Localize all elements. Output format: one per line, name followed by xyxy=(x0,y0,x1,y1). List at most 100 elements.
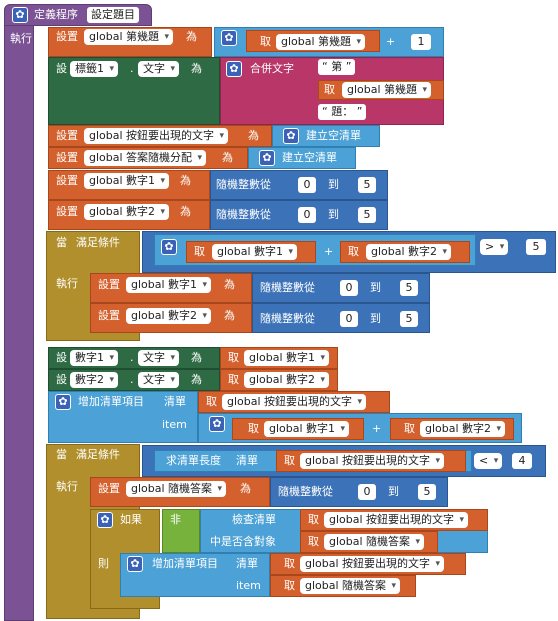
get-label: 取 xyxy=(308,513,319,526)
while-label: 當 xyxy=(56,236,67,249)
gear-icon[interactable]: ✿ xyxy=(226,61,242,77)
to-label: 到 xyxy=(328,178,339,191)
variable-dropdown[interactable]: global 按鈕要出現的文字 xyxy=(300,453,445,469)
to-label: 為 xyxy=(222,151,233,164)
to-label: 為 xyxy=(186,30,197,43)
get-label: 取 xyxy=(206,395,217,408)
get-label: 取 xyxy=(284,579,295,592)
get-label: 取 xyxy=(348,245,359,258)
variable-dropdown[interactable]: global 數字2 xyxy=(126,308,212,324)
compare-operator-dropdown[interactable]: < xyxy=(474,453,503,469)
number-field[interactable]: 5 xyxy=(358,207,376,223)
number-field[interactable]: 0 xyxy=(298,207,316,223)
create-empty-list-label: 建立空清單 xyxy=(282,151,337,164)
variable-dropdown[interactable]: global 第幾題 xyxy=(84,29,174,45)
to-label: 到 xyxy=(370,312,381,325)
get-label: 取 xyxy=(308,535,319,548)
variable-dropdown[interactable]: global 隨機答案 xyxy=(300,578,401,594)
number-field[interactable]: 4 xyxy=(512,453,532,469)
compare-operator-dropdown[interactable]: > xyxy=(480,239,509,255)
gear-icon[interactable]: ✿ xyxy=(221,30,237,46)
variable-dropdown[interactable]: global 數字1 xyxy=(126,277,212,293)
variable-dropdown[interactable]: global 數字2 xyxy=(244,372,330,388)
gear-icon[interactable]: ✿ xyxy=(12,7,28,23)
list-label: 清單 xyxy=(164,395,186,408)
property-dropdown[interactable]: 文字 xyxy=(138,372,179,388)
number-field[interactable]: 5 xyxy=(418,484,436,500)
variable-dropdown[interactable]: global 數字1 xyxy=(84,173,170,189)
variable-dropdown[interactable]: global 隨機答案 xyxy=(126,481,227,497)
property-dropdown[interactable]: 文字 xyxy=(138,350,179,366)
procedure-do-label: 執行 xyxy=(10,32,32,45)
variable-dropdown[interactable]: global 按鈕要出現的文字 xyxy=(222,394,367,410)
number-field[interactable]: 5 xyxy=(358,177,376,193)
number-field[interactable]: 0 xyxy=(340,311,358,327)
variable-dropdown[interactable]: global 數字2 xyxy=(366,244,452,260)
gear-icon[interactable]: ✿ xyxy=(55,394,71,410)
create-empty-list-block[interactable] xyxy=(248,147,356,169)
number-field[interactable]: 5 xyxy=(400,280,418,296)
text-string-1[interactable]: “ 第 ” xyxy=(318,59,356,75)
if-label: 如果 xyxy=(120,513,142,526)
variable-dropdown[interactable]: global 第幾題 xyxy=(342,82,432,98)
dot-label: . xyxy=(130,62,134,75)
while-label: 當 xyxy=(56,448,67,461)
variable-dropdown[interactable]: global 第幾題 xyxy=(276,34,366,50)
get-label: 取 xyxy=(284,557,295,570)
item-label: item xyxy=(162,418,187,431)
gear-icon[interactable]: ✿ xyxy=(209,416,225,432)
property-dropdown[interactable]: 文字 xyxy=(138,61,179,77)
list-label: 清單 xyxy=(236,454,258,467)
get-label: 取 xyxy=(324,83,335,96)
then-label: 則 xyxy=(98,557,109,570)
text-string-3[interactable]: “ 題： ” xyxy=(318,104,367,120)
add-list-item-block[interactable] xyxy=(120,553,270,597)
variable-dropdown[interactable]: global 按鈕要出現的文字 xyxy=(84,128,229,144)
variable-dropdown[interactable]: global 數字1 xyxy=(244,350,330,366)
component-dropdown[interactable]: 數字2 xyxy=(70,372,118,388)
variable-dropdown[interactable]: global 答案隨機分配 xyxy=(84,150,207,166)
component-dropdown[interactable]: 標籤1 xyxy=(70,61,118,77)
set-label: 設置 xyxy=(98,482,120,495)
dot-label: . xyxy=(130,351,134,364)
variable-dropdown[interactable]: global 數字2 xyxy=(420,421,506,437)
variable-dropdown[interactable]: global 按鈕要出現的文字 xyxy=(300,556,445,572)
gear-icon[interactable]: ✿ xyxy=(127,556,143,572)
get-label: 取 xyxy=(248,422,259,435)
gear-icon[interactable]: ✿ xyxy=(161,239,177,255)
number-field[interactable]: 0 xyxy=(358,484,376,500)
plus-operator: + xyxy=(386,35,396,48)
number-field[interactable]: 0 xyxy=(298,177,316,193)
procedure-header-label: 定義程序 xyxy=(34,8,78,21)
component-dropdown[interactable]: 數字1 xyxy=(70,350,118,366)
number-field[interactable]: 5 xyxy=(526,239,546,255)
variable-dropdown[interactable]: global 隨機答案 xyxy=(324,534,425,550)
set-label: 設置 xyxy=(56,30,78,43)
to-label: 為 xyxy=(180,205,191,218)
number-field[interactable]: 5 xyxy=(400,311,418,327)
set-label: 設置 xyxy=(56,174,78,187)
gear-icon[interactable]: ✿ xyxy=(283,128,299,144)
gear-icon[interactable]: ✿ xyxy=(97,512,113,528)
join-label: 合併文字 xyxy=(250,62,294,75)
to-label: 為 xyxy=(224,278,235,291)
variable-dropdown[interactable]: global 數字1 xyxy=(212,244,298,260)
set-label: 設 xyxy=(56,351,67,364)
contains-label: 中是否含對象 xyxy=(210,535,276,548)
to-label: 到 xyxy=(388,485,399,498)
number-field[interactable]: 1 xyxy=(411,34,431,50)
number-field[interactable]: 0 xyxy=(340,280,358,296)
random-integer-label: 隨機整數從 xyxy=(260,312,315,325)
get-label: 取 xyxy=(228,351,239,364)
add-list-item-block[interactable] xyxy=(48,391,198,443)
variable-dropdown[interactable]: global 數字2 xyxy=(84,204,170,220)
to-label: 為 xyxy=(180,174,191,187)
procedure-name-field[interactable]: 設定題目 xyxy=(87,7,139,23)
not-block[interactable] xyxy=(162,509,200,553)
variable-dropdown[interactable]: global 數字1 xyxy=(264,421,350,437)
variable-dropdown[interactable]: global 按鈕要出現的文字 xyxy=(324,512,469,528)
add-item-label: 增加清單項目 xyxy=(152,557,218,570)
gear-icon[interactable]: ✿ xyxy=(259,150,275,166)
create-empty-list-block[interactable] xyxy=(272,125,380,147)
get-label: 取 xyxy=(228,373,239,386)
